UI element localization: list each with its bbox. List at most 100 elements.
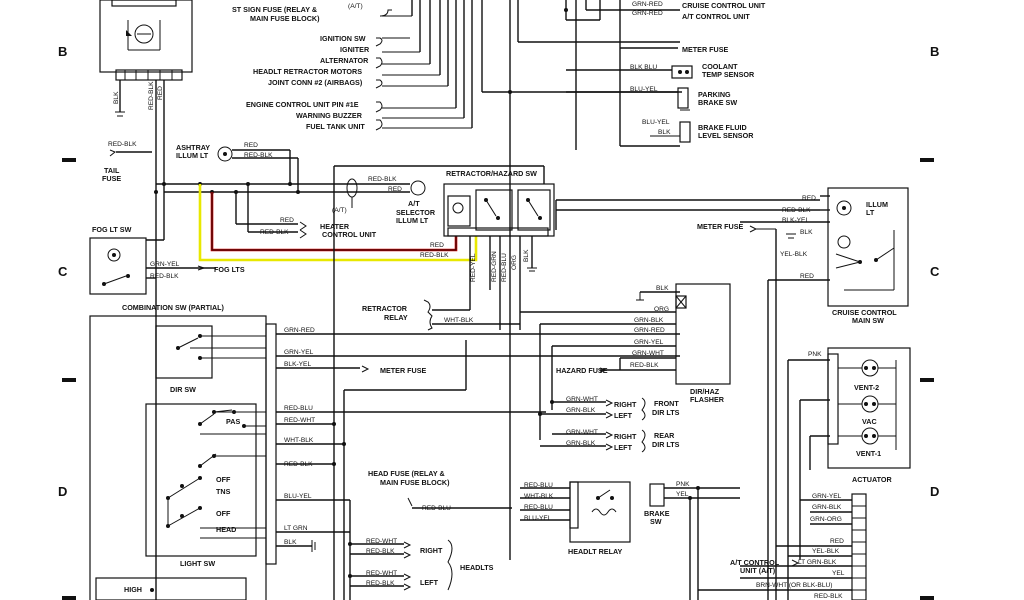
label-head-fuse: HEAD FUSE (RELAY & <box>368 469 445 478</box>
label-ecu-pin: ENGINE CONTROL UNIT PIN #1E <box>246 100 359 109</box>
wire-blk-c: BLK <box>284 539 297 546</box>
wire-red-wht-h1: RED-WHT <box>366 538 397 545</box>
wire-blu-yel-c: BLU-YEL <box>284 493 312 500</box>
wire-red-r1: RED <box>802 195 816 202</box>
label-vent-1: VENT-1 <box>856 449 881 458</box>
wire-grn-red-2: GRN-RED <box>632 10 663 17</box>
label-ashtray: ASHTRAY <box>176 143 210 152</box>
wire-org-f: ORG <box>654 306 669 313</box>
wire-blk-1: BLK <box>113 91 120 104</box>
label-combination-sw: COMBINATION SW (PARTIAL) <box>122 303 225 312</box>
label-left-rear: LEFT <box>614 443 633 452</box>
wire-red-blu-v: RED-BLU <box>501 253 508 282</box>
wire-red-blk-hl: RED-BLK <box>420 252 449 259</box>
label-rear-dir-lts: DIR LTS <box>652 440 680 449</box>
wire-blu-yel-r: BLU-YEL <box>524 515 552 522</box>
label-front: FRONT <box>654 399 679 408</box>
wire-blk-yel-c: BLK-YEL <box>284 361 311 368</box>
grid-tick <box>62 158 76 162</box>
label-head-fuse-2: MAIN FUSE BLOCK) <box>380 478 450 487</box>
wire-grn-red-f: GRN-RED <box>634 327 665 334</box>
label-at-sel-2: SELECTOR <box>396 208 436 217</box>
wire-blu-yel-1: BLU-YEL <box>630 86 658 93</box>
wire-yel-blk-r: YEL-BLK <box>780 251 808 258</box>
label-at-sel-3: ILLUM LT <box>396 216 429 225</box>
wire-grn-red-top: GRN-RED <box>632 1 663 8</box>
grid-row-c-left: C <box>58 264 68 279</box>
label-right-rear: RIGHT <box>614 432 637 441</box>
ashtray-illum-lamp <box>217 146 233 162</box>
wire-grn-yel-c: GRN-YEL <box>284 349 314 356</box>
wire-lt-grn: LT GRN <box>284 525 308 532</box>
wire-red-hl: RED <box>430 242 444 249</box>
wire-grn-wht-front: GRN-WHT <box>566 396 598 403</box>
label-hazard-fuse: HAZARD FUSE <box>556 366 608 375</box>
wire-pnk-brake: PNK <box>676 481 690 488</box>
wire-blk-r2: BLK <box>800 229 813 236</box>
wire-grn-wht-f: GRN-WHT <box>632 350 664 357</box>
label-brake: BRAKE <box>644 509 670 518</box>
wire-yel-brake: YEL <box>676 491 689 498</box>
wire-red-blk-h2: RED-BLK <box>366 580 395 587</box>
label-joint-conn: JOINT CONN #2 (AIRBAGS) <box>268 78 363 87</box>
label-meter-fuse-low: METER FUSE <box>380 366 427 375</box>
highlight-yellow-wire <box>198 184 478 262</box>
wire-grn-yel-f: GRN-YEL <box>634 339 664 346</box>
label-ashtray-illum: ILLUM LT <box>176 151 209 160</box>
label-brake-fluid: BRAKE FLUID <box>698 123 747 132</box>
wire-red-blu-r2: RED-BLU <box>524 504 553 511</box>
label-flasher: FLASHER <box>690 395 725 404</box>
wire-red-blk-h1: RED-BLK <box>366 548 395 555</box>
top-left-module <box>99 0 193 81</box>
wire-brn-wht-cc: BRN-WHT (OR BLK-BLU) <box>756 582 832 589</box>
label-brake-sw-sw: SW <box>650 517 662 526</box>
wire-wht-blk-r2: WHT-BLK <box>524 493 554 500</box>
wire-red-blu-r: RED-BLU <box>524 482 553 489</box>
label-coolant: COOLANT <box>702 62 738 71</box>
wire-org-v: ORG <box>511 255 518 270</box>
wire-red-blk-c: RED-BLK <box>284 461 313 468</box>
label-headlts: HEADLTS <box>460 563 494 572</box>
wire-red-blu-c: RED-BLU <box>284 405 313 412</box>
label-at-mid: (A/T) <box>332 207 347 214</box>
label-meter-fuse-mid: METER FUSE <box>697 222 744 231</box>
wire-red-blk-fog: RED-BLK <box>150 273 179 280</box>
label-off-2: OFF <box>216 509 231 518</box>
label-retractor: RETRACTOR <box>362 304 408 313</box>
label-tail: TAIL <box>104 166 120 175</box>
wire-red-bus: RED <box>388 186 402 193</box>
label-high: HIGH <box>124 585 142 594</box>
label-illum-lt: LT <box>866 208 875 217</box>
label-right-headlt: RIGHT <box>420 546 443 555</box>
wire-pnk-act: PNK <box>808 351 822 358</box>
wire-red-cc: RED <box>830 538 844 545</box>
label-front-dir-lts: DIR LTS <box>652 408 680 417</box>
wire-blk-flasher: BLK <box>656 285 669 292</box>
combination-switch-connector <box>265 323 277 565</box>
wire-grn-blk-cc: GRN-BLK <box>812 504 842 511</box>
retractor-hazard-switch <box>443 183 555 237</box>
label-fog-lts: FOG LTS <box>214 265 245 274</box>
at-selector-illum-lamp <box>410 180 426 196</box>
label-alternator: ALTERNATOR <box>320 56 369 65</box>
label-st-sign-fuse: ST SIGN FUSE (RELAY & <box>232 5 317 14</box>
grid-row-d-right: D <box>930 484 939 499</box>
wire-blk-yel-r1: BLK-YEL <box>782 217 809 224</box>
wire-wht-blk-r: WHT-BLK <box>444 317 474 324</box>
label-retractor-hazard-sw: RETRACTOR/HAZARD SW <box>446 169 537 178</box>
grid-tick <box>920 378 934 382</box>
illum-lamp <box>836 200 852 216</box>
wire-wht-blk-c: WHT-BLK <box>284 437 314 444</box>
fan-out-connectors <box>375 9 472 131</box>
label-heater: HEATER <box>320 222 350 231</box>
wire-red-heater: RED <box>280 217 294 224</box>
label-fog-lt-sw: FOG LT SW <box>92 225 132 234</box>
label-cruise-main-sw: MAIN SW <box>852 316 884 325</box>
label-at-top: (A/T) <box>348 3 363 10</box>
wire-grn-blk-rear: GRN-BLK <box>566 440 596 447</box>
label-left-headlt: LEFT <box>420 578 439 587</box>
grid-row-b-left: B <box>58 44 67 59</box>
wire-grn-org-cc: GRN-ORG <box>810 516 842 523</box>
label-brake-sw: BRAKE SW <box>698 98 737 107</box>
